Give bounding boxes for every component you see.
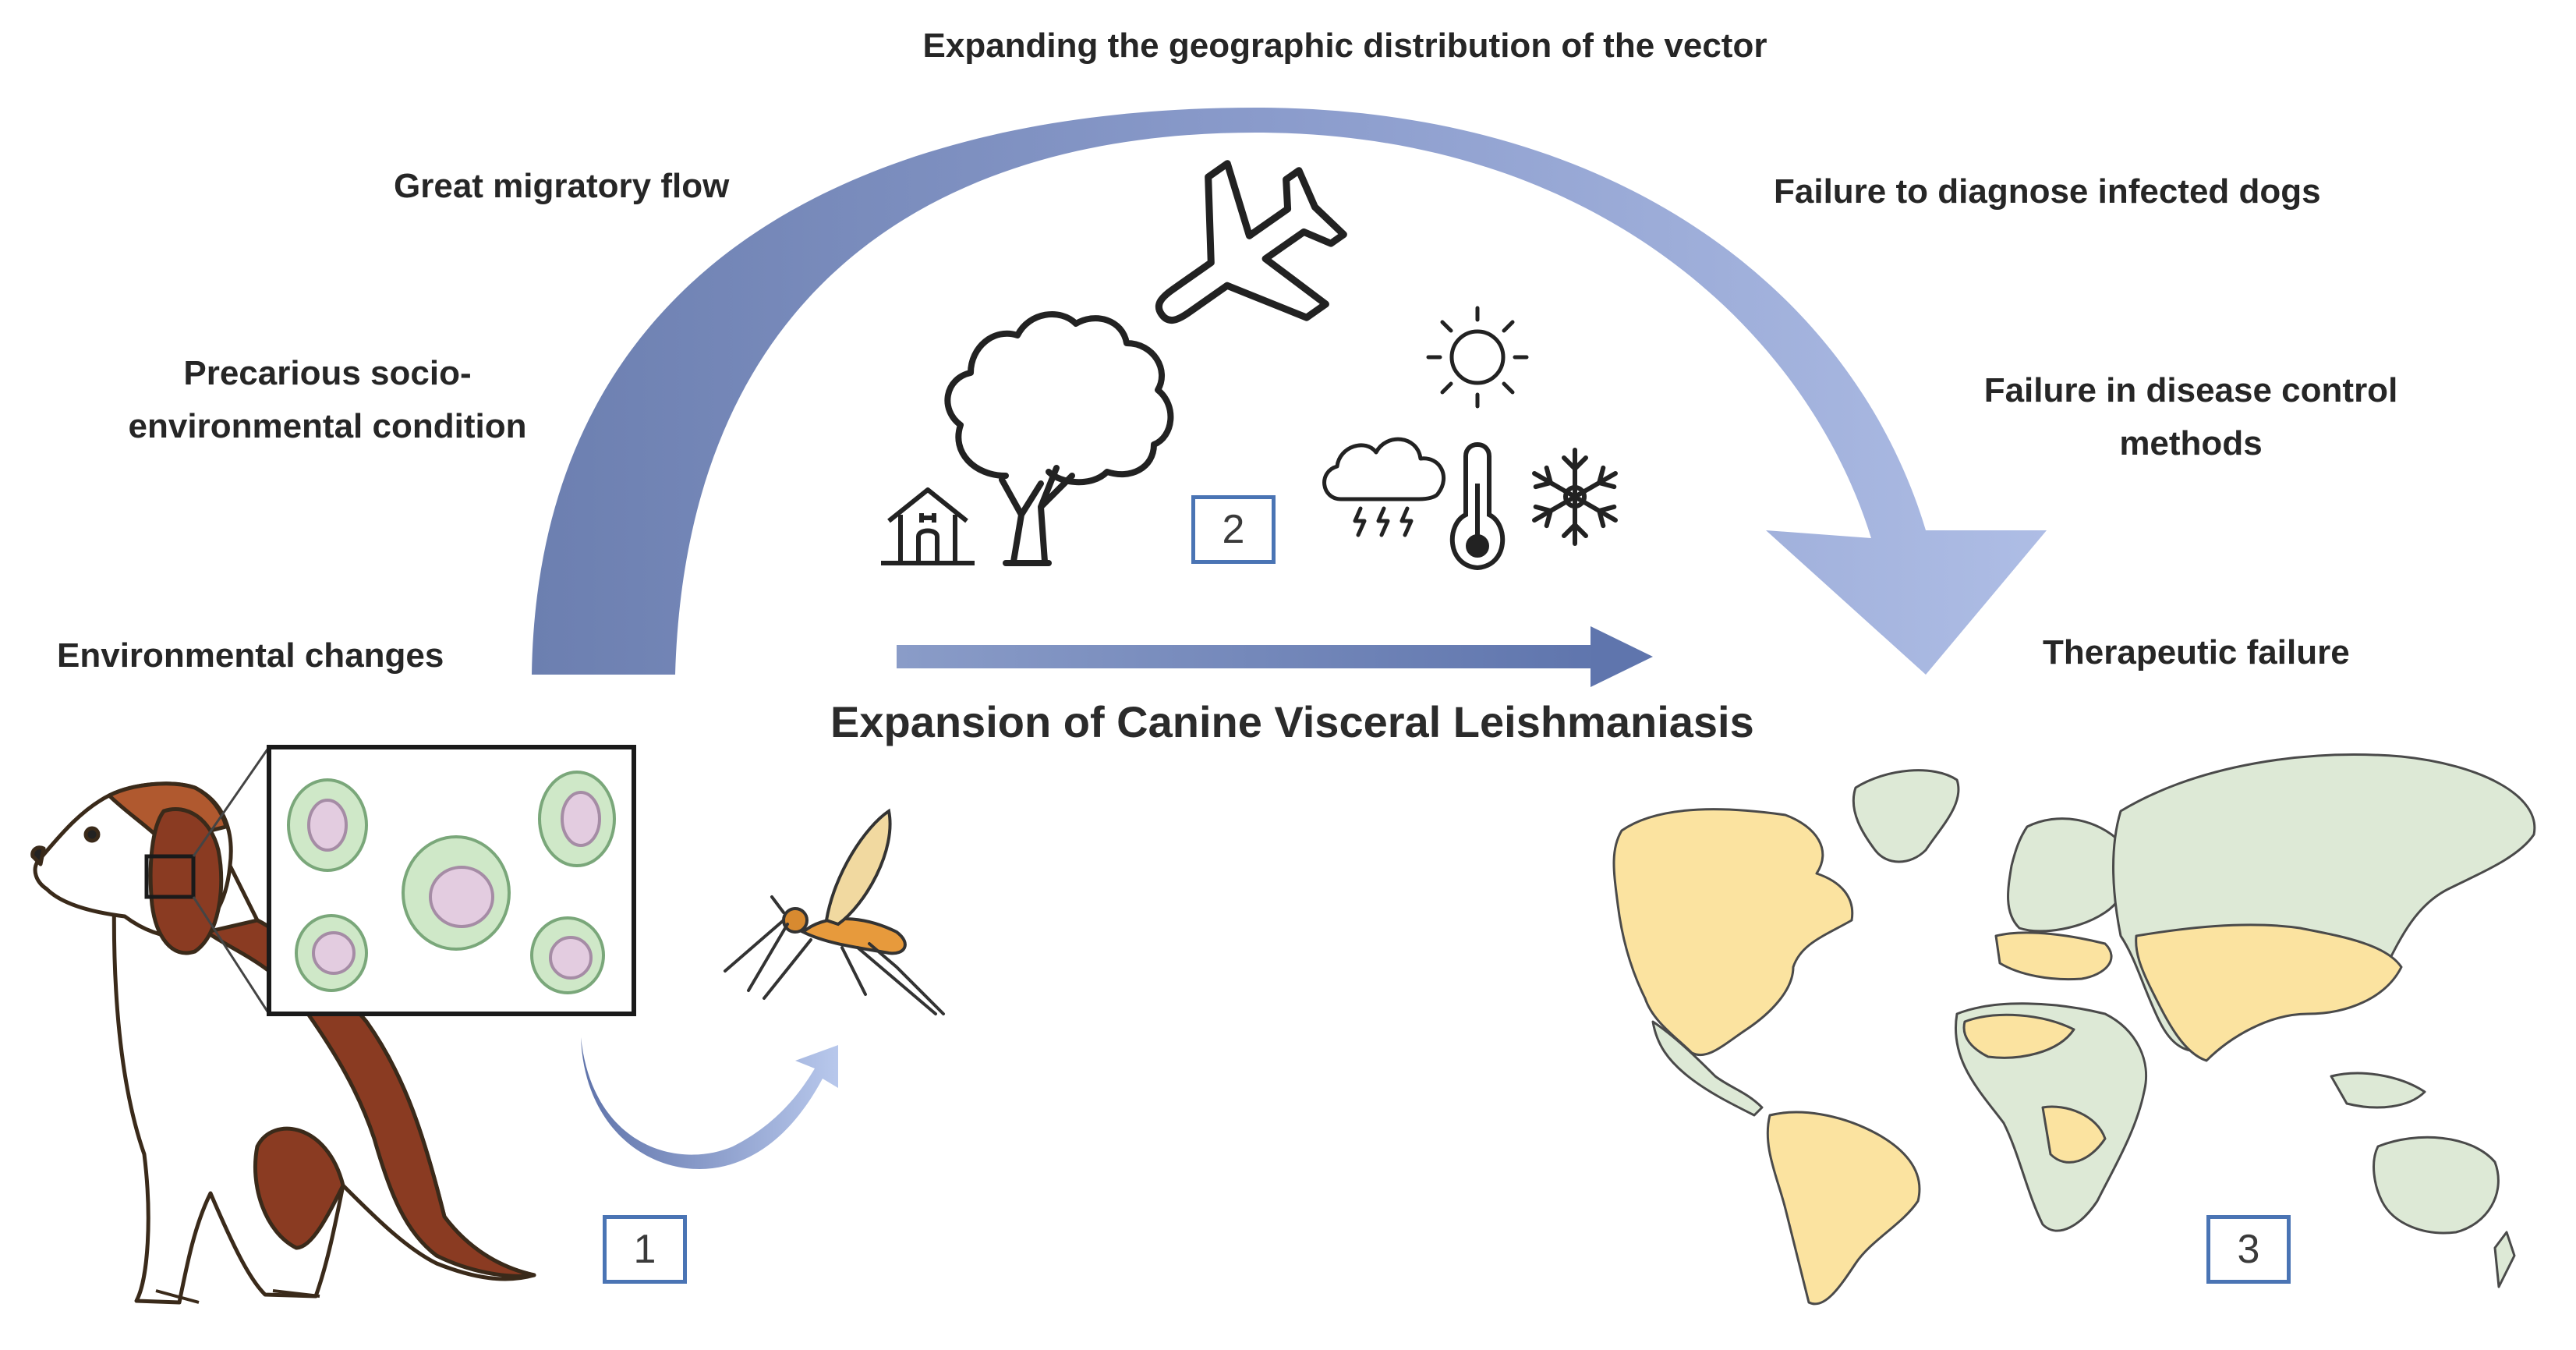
small-transmission-arrow (581, 1037, 838, 1169)
label-expanding-vector: Expanding the geographic distribution of… (922, 27, 1767, 65)
macrophage-cells-icon (267, 745, 636, 1016)
stage-box-3: 3 (2206, 1215, 2291, 1284)
label-socio-environmental-line2: environmental condition (128, 407, 527, 445)
zoom-line-top (192, 746, 271, 857)
label-failure-diagnose: Failure to diagnose infected dogs (1774, 172, 2321, 211)
label-disease-control-line2: methods (2119, 424, 2263, 462)
snowflake-icon (1532, 448, 1618, 546)
stage-box-1: 1 (603, 1215, 687, 1284)
world-map-icon (1612, 753, 2536, 1306)
horizontal-arrow (897, 626, 1653, 687)
house-icon (881, 487, 975, 565)
storm-cloud-icon (1322, 437, 1445, 537)
label-socio-environmental-line1: Precarious socio- (183, 354, 472, 392)
center-title: Expansion of Canine Visceral Leishmanias… (830, 697, 1754, 746)
zoom-marker (144, 854, 196, 899)
label-therapeutic-failure: Therapeutic failure (2043, 633, 2350, 671)
zoom-line-bottom (192, 896, 271, 1015)
large-arc-arrow (532, 108, 2047, 675)
tree-icon (944, 311, 1174, 566)
label-environmental-changes: Environmental changes (57, 636, 444, 675)
label-disease-control-line1: Failure in disease control (1983, 371, 2398, 409)
label-migratory-flow: Great migratory flow (394, 167, 730, 205)
sandfly-icon (724, 808, 945, 1015)
airplane-icon (1155, 160, 1347, 324)
thermometer-icon (1449, 442, 1506, 571)
sun-icon (1426, 306, 1529, 409)
stage-box-2: 2 (1191, 495, 1276, 564)
dog-icon (30, 781, 536, 1305)
